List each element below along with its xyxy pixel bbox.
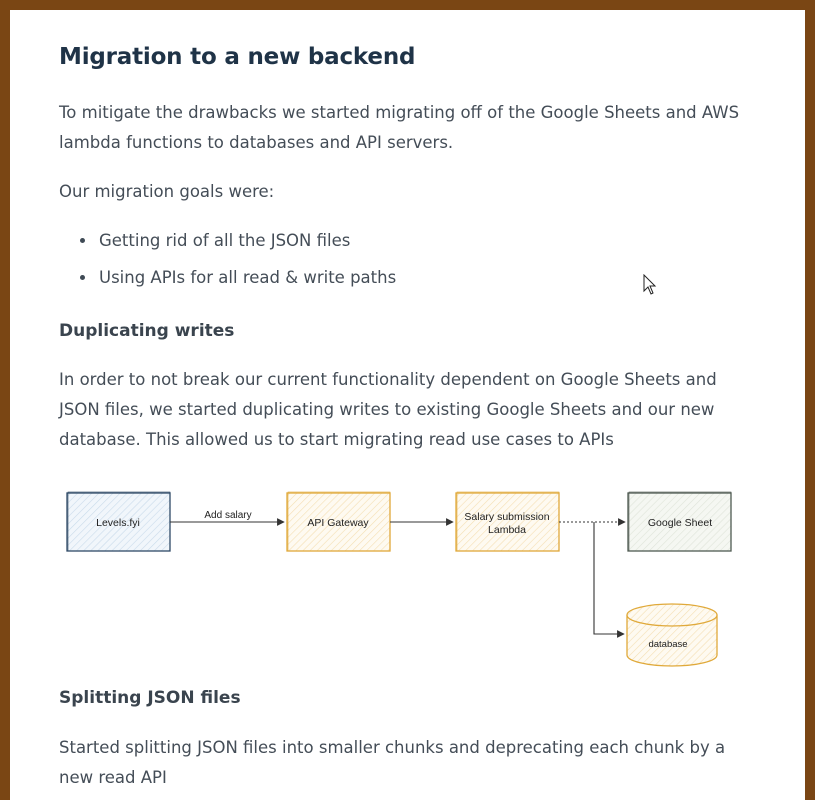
- diagram-node-label: Levels.fyi: [96, 517, 140, 529]
- list-item: Getting rid of all the JSON files: [59, 222, 396, 259]
- article-heading: Migration to a new backend: [59, 44, 416, 70]
- diagram-edge-lambda-to-database: [593, 522, 625, 638]
- architecture-diagram: Levels.fyi Add salary API Gateway Salary…: [66, 491, 732, 667]
- diagram-node-levels: Levels.fyi: [66, 491, 171, 552]
- goals-list: Getting rid of all the JSON files Using …: [59, 222, 396, 296]
- diagram-node-api-gateway: API Gateway: [286, 491, 391, 552]
- splitting-json-paragraph: Started splitting JSON files into smalle…: [59, 738, 726, 787]
- diagram-node-label: database: [648, 639, 687, 650]
- diagram-node-database: database: [626, 603, 718, 667]
- section-heading-splitting-json: Splitting JSON files: [59, 688, 241, 708]
- diagram-node-label: Salary submission: [464, 511, 549, 523]
- diagram-edge-label: Add salary: [204, 510, 251, 521]
- diagram-node-lambda: Salary submission Lambda: [455, 491, 560, 552]
- mouse-cursor-icon: [643, 274, 657, 295]
- page: Migration to a new backend To mitigate t…: [10, 10, 805, 800]
- diagram-edge-add-salary: Add salary: [170, 510, 285, 526]
- goals-lead: Our migration goals were:: [59, 182, 275, 201]
- diagram-node-label: Google Sheet: [648, 517, 712, 529]
- duplicating-writes-paragraph: In order to not break our current functi…: [59, 370, 717, 449]
- section-heading-duplicating-writes: Duplicating writes: [59, 321, 235, 341]
- diagram-node-label: Lambda: [488, 524, 526, 536]
- list-item: Using APIs for all read & write paths: [59, 259, 396, 296]
- intro-paragraph: To mitigate the drawbacks we started mig…: [59, 103, 740, 152]
- diagram-node-label: API Gateway: [307, 517, 369, 529]
- diagram-node-google-sheet: Google Sheet: [627, 491, 732, 552]
